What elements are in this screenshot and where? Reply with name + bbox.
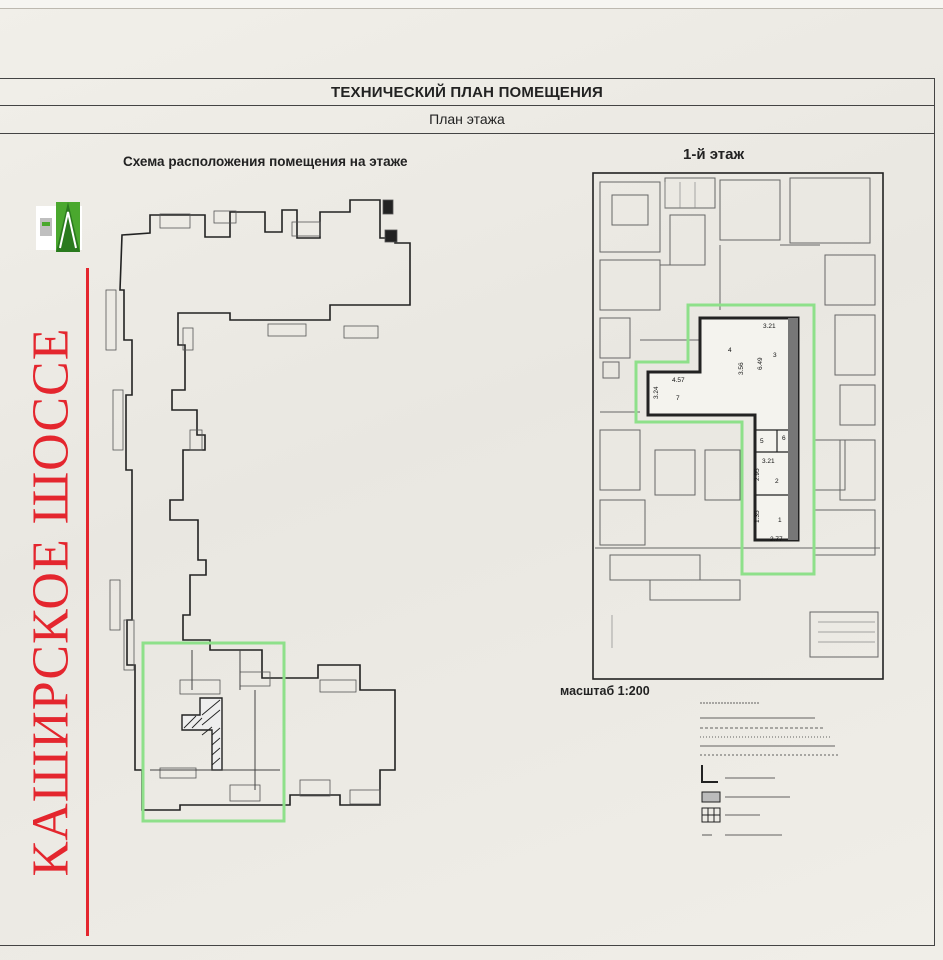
dimension-label: 2.77	[770, 536, 783, 543]
paper-top-edge	[0, 0, 943, 9]
dimension-label: 6.49	[757, 357, 764, 370]
floor-plan-stairs	[611, 182, 875, 648]
dimension-label: 4.57	[672, 377, 685, 384]
door-icon	[701, 791, 721, 803]
room-number: 5	[760, 438, 764, 445]
street-accent-line	[86, 268, 89, 936]
dimension-label: 3.21	[762, 458, 775, 465]
interior-lines	[150, 650, 280, 790]
subtitle-row: План этажа	[0, 105, 934, 134]
scheme-title: Схема расположения помещения на этаже	[123, 154, 408, 169]
scale-label: масштаб 1:200	[560, 684, 650, 698]
selected-premises	[181, 697, 223, 771]
dimension-label: 3.21	[763, 323, 776, 330]
room-number: 1	[778, 517, 782, 524]
building-outline	[119, 199, 411, 811]
document-subtitle: План этажа	[429, 111, 505, 127]
dimension-label: 2.95	[754, 468, 761, 481]
room-boundary-icon	[701, 765, 718, 783]
floor-plan-frame	[592, 172, 884, 680]
floor-label: 1-й этаж	[683, 146, 745, 163]
dimension-label: 1.35	[754, 510, 761, 523]
floor-plan-walls	[595, 177, 880, 658]
plan-frame: ТЕХНИЧЕСКИЙ ПЛАН ПОМЕЩЕНИЯ План этажа	[0, 78, 935, 946]
room-number: 3	[773, 352, 777, 359]
room-number: 7	[676, 395, 680, 402]
document-title: ТЕХНИЧЕСКИЙ ПЛАН ПОМЕЩЕНИЯ	[330, 83, 604, 101]
dimension-label: 3.56	[738, 362, 745, 375]
company-logo-icon	[36, 202, 82, 252]
street-name: КАШИРСКОЕ ШОССЕ	[22, 327, 80, 877]
room-number: 6	[782, 435, 786, 442]
street-name-overlay: КАШИРСКОЕ ШОССЕ	[18, 268, 84, 936]
location-highlight-box	[141, 641, 286, 823]
room-number: 4	[728, 347, 732, 354]
grid-fill-icon	[701, 807, 721, 823]
outline-wall-hatching	[105, 199, 398, 805]
premises-highlight	[634, 303, 816, 576]
dimension-label: 3.24	[653, 386, 660, 399]
legend	[700, 702, 840, 836]
room-number: 2	[775, 478, 779, 485]
premises-outer-wall-shading	[788, 318, 798, 540]
title-row: ТЕХНИЧЕСКИЙ ПЛАН ПОМЕЩЕНИЯ	[0, 79, 934, 106]
